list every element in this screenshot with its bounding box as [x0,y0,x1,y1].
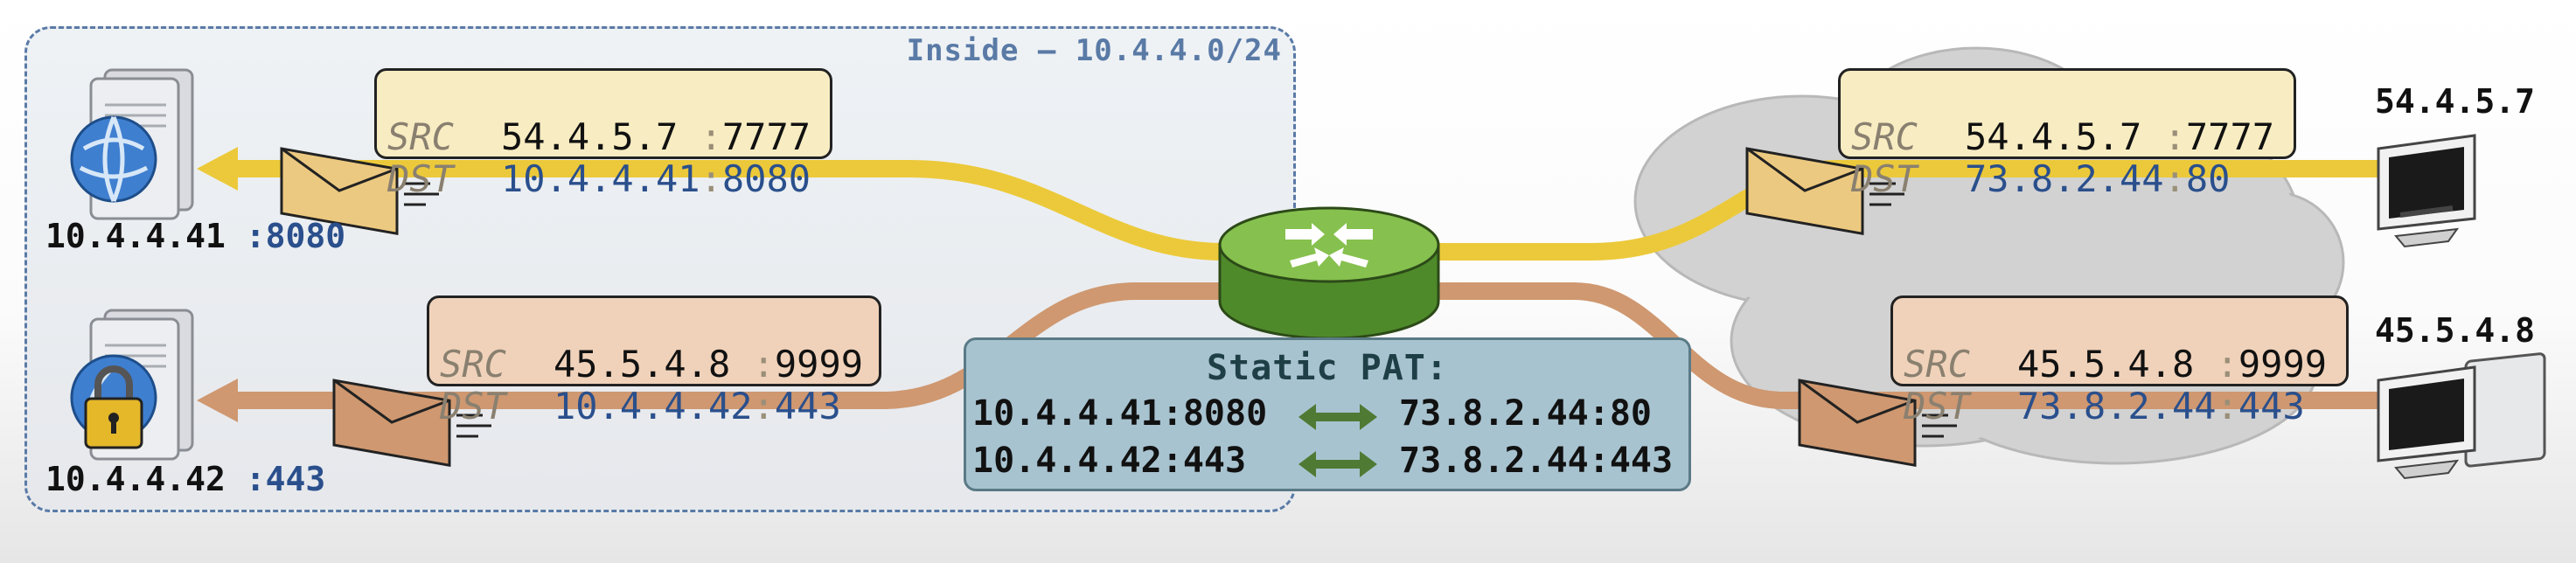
dst-label: DST [387,157,454,200]
pat-outside-1: 73.8.2.44:80 [1399,393,1652,434]
envelope-icon [1745,147,1904,236]
src-ip: 54.4.5.7 [501,115,700,158]
src-label: SRC [1851,115,1918,158]
src-ip: 54.4.5.7 [1965,115,2164,158]
dst-port: 443 [2238,385,2305,427]
src-label: SRC [387,115,454,158]
dst-label: DST [440,385,506,427]
src-ip: 45.5.4.8 [553,343,753,386]
pat-inside-1: 10.4.4.41:8080 [972,393,1268,434]
dst-ip: 73.8.2.44 [2017,385,2217,427]
arrow-head-yellow [197,147,238,191]
pat-inside-2: 10.4.4.42:443 [972,441,1247,481]
src-ip: 45.5.4.8 [2017,343,2217,386]
src-port: 9999 [774,343,864,386]
src-label: SRC [1904,343,1970,386]
server-label-1: 10.4.4.41 :8080 [45,217,346,255]
dst-ip: 10.4.4.42 [553,385,753,427]
desktop-computer-icon [2377,134,2476,248]
dst-label: DST [1851,157,1918,200]
envelope-icon [1798,379,1957,468]
flow-line-tan [227,282,2396,409]
dst-port: 443 [774,385,841,427]
envelope-icon [280,147,439,236]
client-label-1: 54.4.5.7 [2375,82,2536,121]
secure-web-server-icon [70,309,194,461]
bidirectional-arrow-icon [1298,404,1377,477]
arrow-head-tan [197,379,238,422]
src-port: 7777 [721,115,811,158]
src-label: SRC [440,343,506,386]
dst-ip: 73.8.2.44 [1965,157,2164,200]
envelope-icon [332,379,491,468]
dst-port: 80 [2185,157,2231,200]
web-server-icon [70,68,194,220]
pat-outside-2: 73.8.2.44:443 [1399,441,1674,481]
dst-label: DST [1904,385,1970,427]
desktop-computer-icon [2377,352,2546,480]
src-port: 9999 [2238,343,2328,386]
src-port: 7777 [2185,115,2275,158]
inside-network-label: Inside – 10.4.4.0/24 [906,33,1282,68]
static-pat-title: Static PAT: [1207,348,1448,388]
dst-port: 8080 [721,157,811,200]
client-label-2: 45.5.4.8 [2375,311,2536,350]
router-icon [1218,206,1440,340]
dst-ip: 10.4.4.41 [501,157,700,200]
server-label-2: 10.4.4.42 :443 [45,460,326,498]
